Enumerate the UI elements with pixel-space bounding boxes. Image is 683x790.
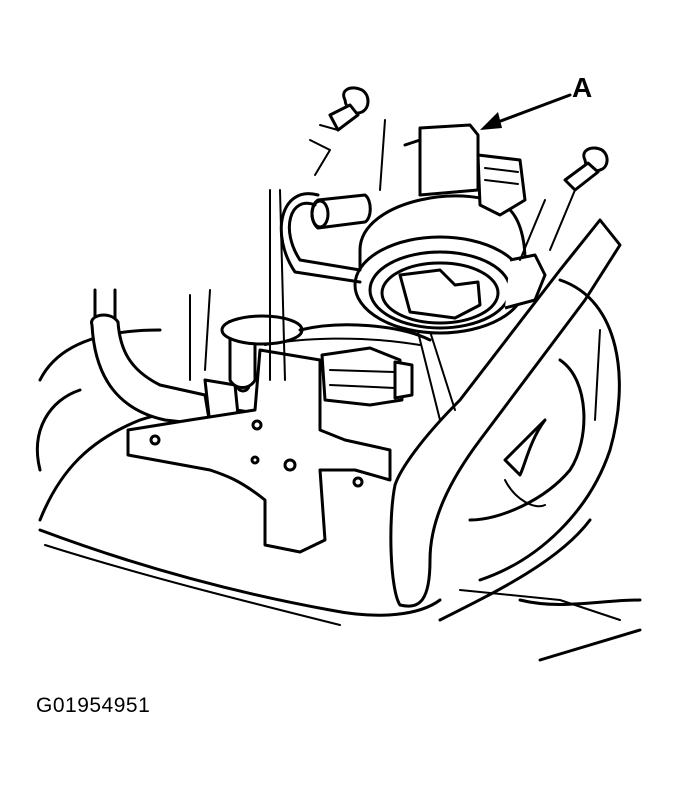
callout-label-a: A: [572, 72, 593, 103]
bolt-left: [319, 86, 370, 132]
bolt-right: [563, 146, 609, 192]
figure-id: G01954951: [36, 694, 151, 717]
